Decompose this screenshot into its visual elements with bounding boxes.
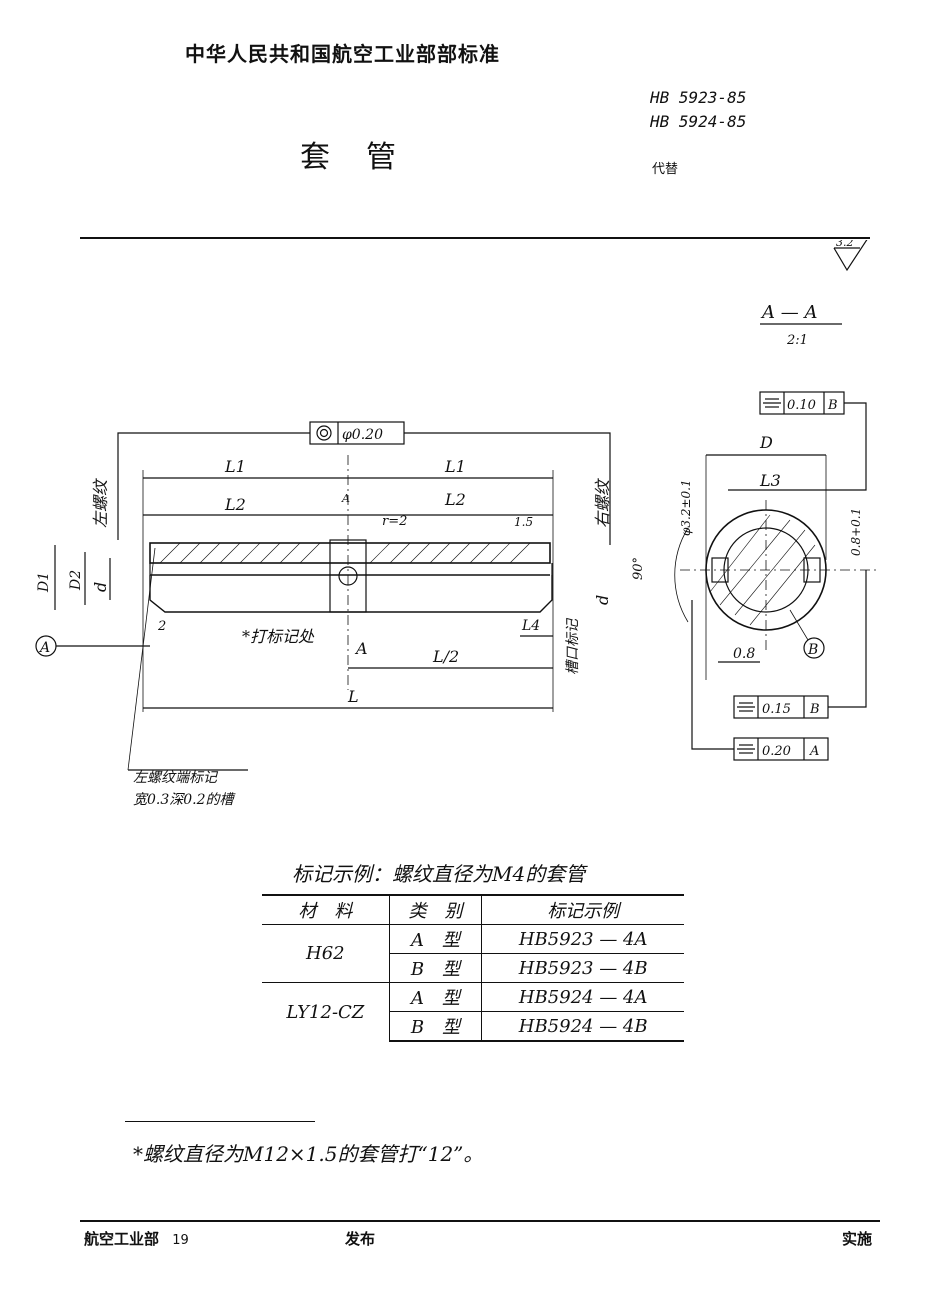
type-cell: B 型 xyxy=(388,953,482,983)
symmetry-frame-3: 0.20 A xyxy=(691,600,829,761)
type-cell: B 型 xyxy=(388,1011,482,1042)
dim-l1-left: L1 xyxy=(224,457,246,476)
example-cell: HB5923 — 4A xyxy=(481,924,684,954)
example-cell: HB5924 — 4B xyxy=(481,1011,684,1042)
dim-l: L xyxy=(347,687,359,706)
dim-phi32: φ3.2±0.1 xyxy=(679,479,693,536)
table-row: B 型 HB5924 — 4B xyxy=(262,1011,684,1042)
table-row: B 型 HB5923 — 4B xyxy=(262,953,684,983)
material-cell: H62 xyxy=(262,924,390,983)
document-title: 套管 xyxy=(300,140,432,175)
header-type: 类 别 xyxy=(388,894,482,925)
example-cell: HB5924 — 4A xyxy=(481,982,684,1012)
symmetry-frame-2: 0.15 B xyxy=(733,570,867,719)
footnote: *螺纹直径为M12×1.5的套管打“12”。 xyxy=(133,1142,484,1166)
left-end-mark-note-2: 宽0.3深0.2的槽 xyxy=(133,792,237,808)
symmetry-frame-1: 0.10 B xyxy=(759,391,867,491)
dim-l1-right: L1 xyxy=(444,457,466,476)
dim-d-outer: D xyxy=(759,433,773,452)
footer-issuer: 航空工业部 19 xyxy=(84,1228,189,1249)
type-cell: A 型 xyxy=(388,982,482,1012)
technical-drawing: 3.2 A — A 2:1 φ0.20 左螺纹 xyxy=(35,240,880,808)
header-rule xyxy=(80,237,870,239)
roughness-symbol: 3.2 xyxy=(833,240,868,272)
symmetry-3-value: 0.20 xyxy=(762,744,791,759)
dim-radius: r=2 xyxy=(382,514,407,529)
symmetry-1-datum: B xyxy=(827,398,838,413)
dim-0-8: 0.8 xyxy=(733,646,755,662)
page-number: 19 xyxy=(172,1233,189,1248)
footer-implement: 实施 xyxy=(842,1230,873,1248)
left-end-mark-note-1: 左螺纹端标记 xyxy=(133,770,219,786)
footer-org: 航空工业部 xyxy=(84,1230,160,1248)
replaces-label: 代替 xyxy=(652,162,679,177)
concentricity-value: φ0.20 xyxy=(342,427,383,443)
sleeve-side-view xyxy=(149,455,553,690)
symmetry-2-value: 0.15 xyxy=(762,702,791,717)
dim-d-right: d xyxy=(593,595,612,605)
dim-d1: D1 xyxy=(36,572,52,593)
material-cell: LY12-CZ xyxy=(286,1001,365,1023)
example-cell: HB5923 — 4B xyxy=(481,953,684,983)
standard-org-title: 中华人民共和国航空工业部部标准 xyxy=(185,42,500,66)
standard-number-2: HB 5924-85 xyxy=(650,112,747,131)
table-caption: 标记示例：螺纹直径为M4的套管 xyxy=(292,862,586,886)
roughness-value: 3.2 xyxy=(836,240,854,249)
dim-2: 2 xyxy=(157,619,166,634)
dim-l-half: L/2 xyxy=(432,647,459,666)
section-mark-top: A xyxy=(341,492,350,505)
table-row: LY12-CZ A 型 HB5924 — 4A xyxy=(262,982,684,1023)
footer-rule xyxy=(80,1220,880,1222)
datum-b-marker: B xyxy=(807,642,818,658)
standard-number-1: HB 5923-85 xyxy=(650,88,747,107)
footer-publish: 发布 xyxy=(345,1230,376,1248)
header-material: 材 料 xyxy=(262,894,390,925)
datum-a-marker: A xyxy=(38,640,50,656)
dim-l2-right: L2 xyxy=(444,490,466,509)
dim-l2-left: L2 xyxy=(224,495,246,514)
dim-0-8-tol: 0.8+0.1 xyxy=(849,508,863,556)
symmetry-1-value: 0.10 xyxy=(787,398,816,413)
table-row: H62 A 型 HB5923 — 4A xyxy=(262,924,684,983)
dim-d-left: d xyxy=(91,582,110,592)
dim-l4: L4 xyxy=(521,618,540,634)
symmetry-2-datum: B xyxy=(809,702,820,717)
marking-example-table: 材 料 类 别 标记示例 H62 A 型 HB5923 — 4A B 型 HB5… xyxy=(262,894,684,1042)
dim-l3: L3 xyxy=(759,471,781,490)
section-title: A — A xyxy=(760,302,817,323)
footnote-rule xyxy=(125,1121,315,1122)
slot-mark-label: 槽口标记 xyxy=(565,617,581,675)
header-example: 标记示例 xyxy=(481,894,684,925)
dim-1-5: 1.5 xyxy=(514,515,533,529)
mark-place-label: *打标记处 xyxy=(242,627,315,646)
section-scale: 2:1 xyxy=(786,333,808,348)
dim-d2: D2 xyxy=(68,570,84,591)
left-thread-label: 左螺纹 xyxy=(91,478,110,528)
section-mark-bottom: A xyxy=(354,639,368,658)
right-thread-label: 右螺纹 xyxy=(593,478,612,528)
dim-90-deg: 90° xyxy=(631,557,646,580)
type-cell: A 型 xyxy=(388,924,482,954)
symmetry-3-datum: A xyxy=(809,744,819,759)
concentricity-frame: φ0.20 xyxy=(117,421,611,545)
